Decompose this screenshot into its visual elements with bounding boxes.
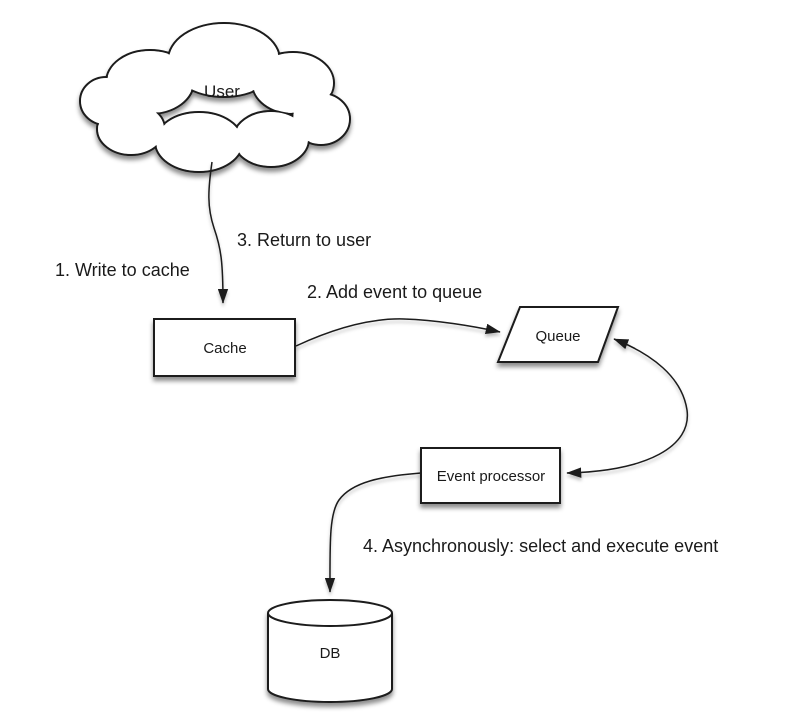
- cache-node-label: Cache: [203, 340, 246, 357]
- step1-label: 1. Write to cache: [55, 260, 190, 280]
- cache-node-shape: [153, 318, 296, 377]
- edge-event-processor-to-db-arrow: [324, 472, 422, 593]
- user-cloud-shape: [79, 22, 351, 173]
- edge-user-to-cache-arrow: [208, 161, 229, 304]
- event-processor-node-label: Event processor: [437, 468, 545, 485]
- user-node-label: User: [204, 82, 240, 101]
- queue-node-label: Queue: [535, 328, 580, 345]
- edge-cache-to-queue-arrow: [295, 318, 501, 347]
- queue-node-shape: [496, 306, 620, 363]
- event-processor-node-shape: [420, 447, 561, 504]
- step4-label: 4. Asynchronously: select and execute ev…: [363, 536, 718, 556]
- edge-queue-event-processor-arrow: [566, 338, 689, 478]
- db-node-shape: [267, 599, 393, 703]
- db-node-label: DB: [320, 645, 341, 662]
- step3-label: 3. Return to user: [237, 230, 371, 250]
- step2-label: 2. Add event to queue: [307, 282, 482, 302]
